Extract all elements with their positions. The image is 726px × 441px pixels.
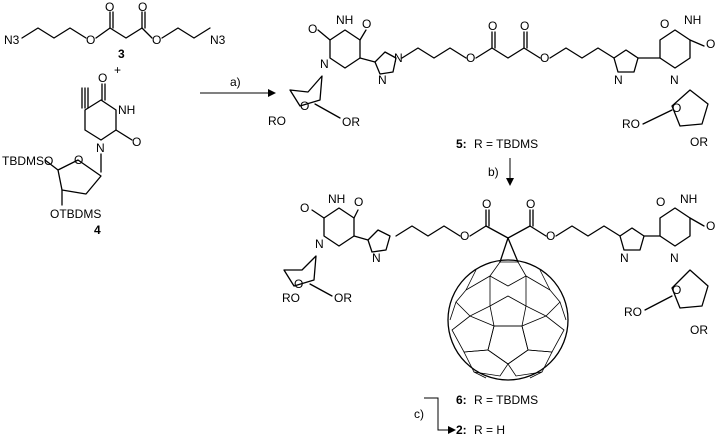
c6-left-nh: NH (328, 192, 345, 206)
c6-right-or: OR (690, 323, 708, 337)
c4-uracil-o-top: O (98, 71, 107, 85)
compound-6-label: 6: R = TBDMS (456, 393, 538, 407)
compound-5-r-label: R = TBDMS (474, 137, 538, 151)
carbonyl-o-right: O (138, 0, 147, 14)
c6-left-o-right: O (354, 195, 363, 209)
compound-6-r-label: R = TBDMS (474, 393, 538, 407)
c5-right-or: OR (690, 135, 708, 149)
c6-left-o-top: O (300, 201, 309, 215)
c5-left-n1: N (320, 57, 329, 71)
c4-uracil-nh: NH (118, 103, 135, 117)
compound-2-r-label: R = H (474, 423, 505, 437)
step-a-arrow: a) (200, 75, 276, 97)
c5-right-o-top: O (660, 17, 669, 31)
compound-5-number: 5: (456, 137, 467, 151)
compound-6-number: 6: (456, 393, 467, 407)
c6-linker-o-left: O (460, 229, 469, 243)
c5-left-nh: NH (336, 13, 353, 27)
c5-linker-co-right: O (520, 19, 529, 33)
step-c-label: c) (414, 407, 424, 421)
c6-right-o-right: O (706, 219, 715, 233)
compound-5-structure: O NH O N N N O RO OR O O O O N O NH O (268, 13, 715, 151)
c5-left-o-right: O (362, 17, 371, 31)
step-b-label: b) (488, 165, 499, 179)
c5-right-o-right: O (706, 37, 715, 51)
c4-uracil-o-right: O (132, 135, 141, 149)
c6-linker-co-left: O (482, 197, 491, 211)
c4-sugar-o: O (74, 153, 83, 167)
c6-right-nh: NH (680, 192, 697, 206)
c5-right-triazole-n: N (614, 73, 623, 87)
azide-label-right: N3 (210, 33, 226, 47)
step-a-label: a) (230, 75, 241, 89)
carbonyl-o-left: O (105, 0, 114, 14)
c5-left-or: OR (342, 115, 360, 129)
c5-linker-o-right: O (540, 51, 549, 65)
plus-sign: + (114, 63, 121, 77)
c6-right-o-top: O (656, 195, 665, 209)
compound-2-label: 2: R = H (456, 423, 505, 437)
c6-right-triazole-n: N (620, 251, 629, 265)
c6-left-n1: N (315, 237, 324, 251)
c6-linker-co-right: O (526, 197, 535, 211)
c6-left-sugar-o: O (294, 277, 303, 291)
c5-linker-co-left: O (488, 19, 497, 33)
compound-4-number: 4 (94, 223, 101, 237)
c6-right-n1: N (670, 251, 679, 265)
compound-3-number: 3 (118, 47, 125, 61)
fullerene-c60 (447, 259, 569, 381)
c5-right-nh: NH (684, 13, 701, 27)
c5-left-triazole-n1: N (394, 51, 403, 65)
c5-left-triazole-n: N (378, 73, 387, 87)
step-b-arrow: b) (488, 158, 514, 186)
compound-6-structure: O NH O N N O RO OR O O O O (282, 192, 715, 381)
c6-left-triazole-n: N (372, 251, 381, 265)
step-c-arrow: c) (414, 397, 456, 434)
c4-uracil-n1: N (96, 141, 105, 155)
c4-tbdmso: TBDMSO (2, 154, 53, 168)
c5-left-sugar-o: O (300, 99, 309, 113)
c5-linker-o-left: O (466, 51, 475, 65)
c6-linker-o-right: O (546, 229, 555, 243)
c5-left-ro: RO (268, 114, 286, 128)
c5-right-ro: RO (622, 117, 640, 131)
azide-label-left: N3 (4, 33, 20, 47)
c6-left-ro: RO (282, 291, 300, 305)
c6-right-sugar-o: O (672, 283, 681, 297)
c5-right-sugar-o: O (672, 101, 681, 115)
c5-left-o-top: O (308, 22, 317, 36)
c5-right-n1: N (670, 73, 679, 87)
compound-4-structure: O NH O N O TBDMSO OTBDMS 4 (2, 71, 141, 237)
ester-o-left: O (86, 33, 95, 47)
c4-otbdms: OTBDMS (50, 207, 101, 221)
c6-right-ro: RO (624, 305, 642, 319)
compound-2-number: 2: (456, 423, 467, 437)
ester-o-right: O (152, 33, 161, 47)
compound-3-structure: N3 O O O O N3 3 (4, 0, 226, 61)
c6-left-or: OR (334, 291, 352, 305)
